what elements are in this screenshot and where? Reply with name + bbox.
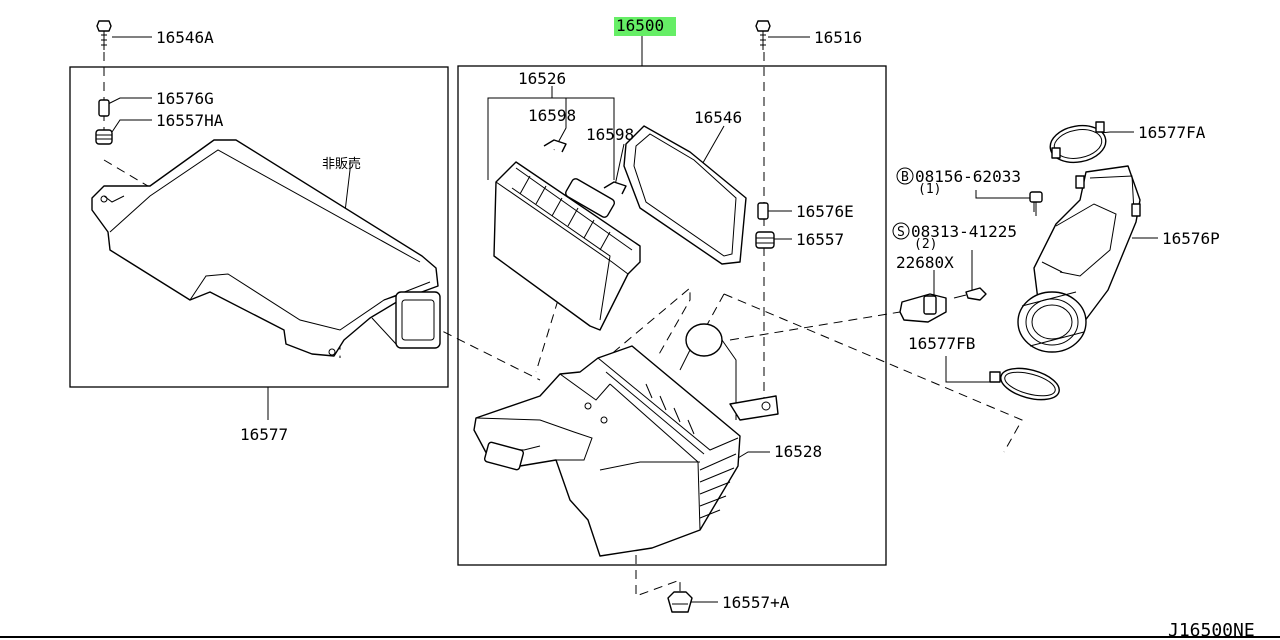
bolt-prefix-circle [896,167,914,185]
mass-airflow-sensor-22680X-icon [899,293,947,323]
part-16546A-label[interactable]: 16546A [156,28,214,47]
collar-16576G-icon [98,99,110,117]
screw-quantity: (2) [914,237,937,252]
left-group-frame [69,66,449,388]
part-16526-label[interactable]: 16526 [518,69,566,88]
part-16516-label[interactable]: 16516 [814,28,862,47]
collar-16576E-icon [757,202,769,220]
part-16576G-label[interactable]: 16576G [156,89,214,108]
part-16546-label[interactable]: 16546 [694,108,742,127]
clip-16598-right-icon [603,181,627,195]
part-16528-label[interactable]: 16528 [774,442,822,461]
part-16577FB-label[interactable]: 16577FB [908,334,975,353]
bolt-08156-62033-icon [1029,191,1043,216]
clamp-16577FB-icon [989,367,1060,401]
part-16557A-label[interactable]: 16557+A [722,593,790,612]
clip-16598-left-icon [543,139,567,153]
screw-prefix-letter: S [897,225,905,240]
main-group-frame [457,65,887,566]
air-cleaner-case-16528-icon [473,323,779,557]
not-for-sale-note: 非販売 [322,156,361,172]
bolt-prefix-letter: B [901,170,909,185]
part-16598-right-label[interactable]: 16598 [586,125,634,144]
drawing-code: J16500NE [1168,620,1255,640]
part-22680X-label[interactable]: 22680X [896,253,954,272]
screw-part-number-label[interactable]: 08313-41225 [911,222,1017,241]
part-16557HA-label[interactable]: 16557HA [156,111,224,130]
part-16577FA-label[interactable]: 16577FA [1138,123,1206,142]
part-16557-label[interactable]: 16557 [796,230,844,249]
gasket-16546-icon [623,125,747,265]
part-16577-label[interactable]: 16577 [240,425,288,444]
grommet-16557HA-icon [95,129,113,145]
filter-element-16526-icon [493,161,641,331]
bolt-part-number-label[interactable]: 08156-62033 [915,167,1021,186]
bolt-16516-icon [755,20,771,50]
grommet-16557A-icon [667,591,693,613]
bolt-quantity: (1) [918,182,941,197]
main-assembly-highlight [614,17,676,36]
bolt-16546A-icon [96,20,112,50]
part-16576E-label[interactable]: 16576E [796,202,854,221]
clamp-16577FA-icon [1049,121,1107,164]
part-16576P-label[interactable]: 16576P [1162,229,1220,248]
screw-prefix-circle [892,222,910,240]
main-assembly-label[interactable]: 16500 [616,16,664,35]
grommet-16557-icon [755,231,775,249]
resonator-duct-16577-icon [91,139,441,357]
screw-08313-41225-icon [953,287,987,301]
leader-lines [107,33,1158,603]
intake-duct-16576P-icon [1017,165,1141,353]
part-16598-left-label[interactable]: 16598 [528,106,576,125]
